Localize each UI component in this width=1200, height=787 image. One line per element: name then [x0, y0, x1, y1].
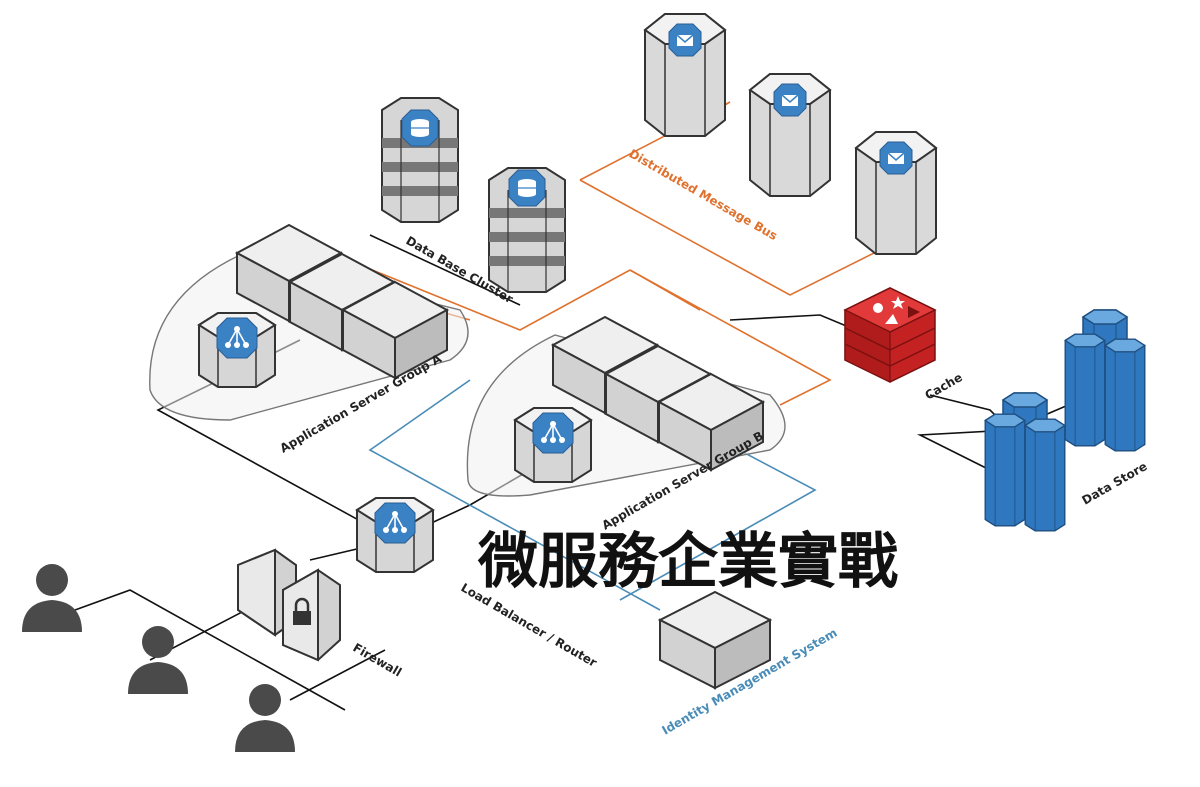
- database-stack-2: [488, 167, 566, 293]
- envelope-icon: [668, 23, 702, 57]
- network-branch-icon: [374, 502, 416, 544]
- firewall-label: Firewall: [351, 640, 405, 679]
- page-title: 微服務企業實戰: [477, 527, 898, 597]
- cache-node: [843, 287, 937, 383]
- database-icon: [508, 169, 546, 207]
- user-icon: [128, 626, 188, 694]
- database-stack-1: [381, 97, 459, 223]
- redis-cache-icon: [873, 296, 920, 324]
- message-bus-node-2: [749, 73, 831, 197]
- message-bus-node-3: [855, 131, 937, 255]
- database-icon: [401, 109, 439, 147]
- message-bus-node-1: [644, 13, 726, 137]
- envelope-icon: [773, 83, 807, 117]
- user-icon: [235, 684, 295, 752]
- connections-blue: [368, 379, 817, 611]
- identity-management-node: [657, 590, 773, 690]
- lock-icon: [293, 597, 311, 625]
- router-node-b: [514, 407, 592, 483]
- user-icon: [22, 564, 82, 632]
- data-store-label: Data Store: [1080, 459, 1150, 507]
- router-node-a: [198, 312, 276, 388]
- firewall-node: [237, 548, 341, 662]
- envelope-icon: [879, 141, 913, 175]
- load-balancer-node: [356, 497, 434, 573]
- network-branch-icon: [216, 317, 258, 359]
- network-branch-icon: [532, 412, 574, 454]
- data-store-node: [984, 309, 1146, 532]
